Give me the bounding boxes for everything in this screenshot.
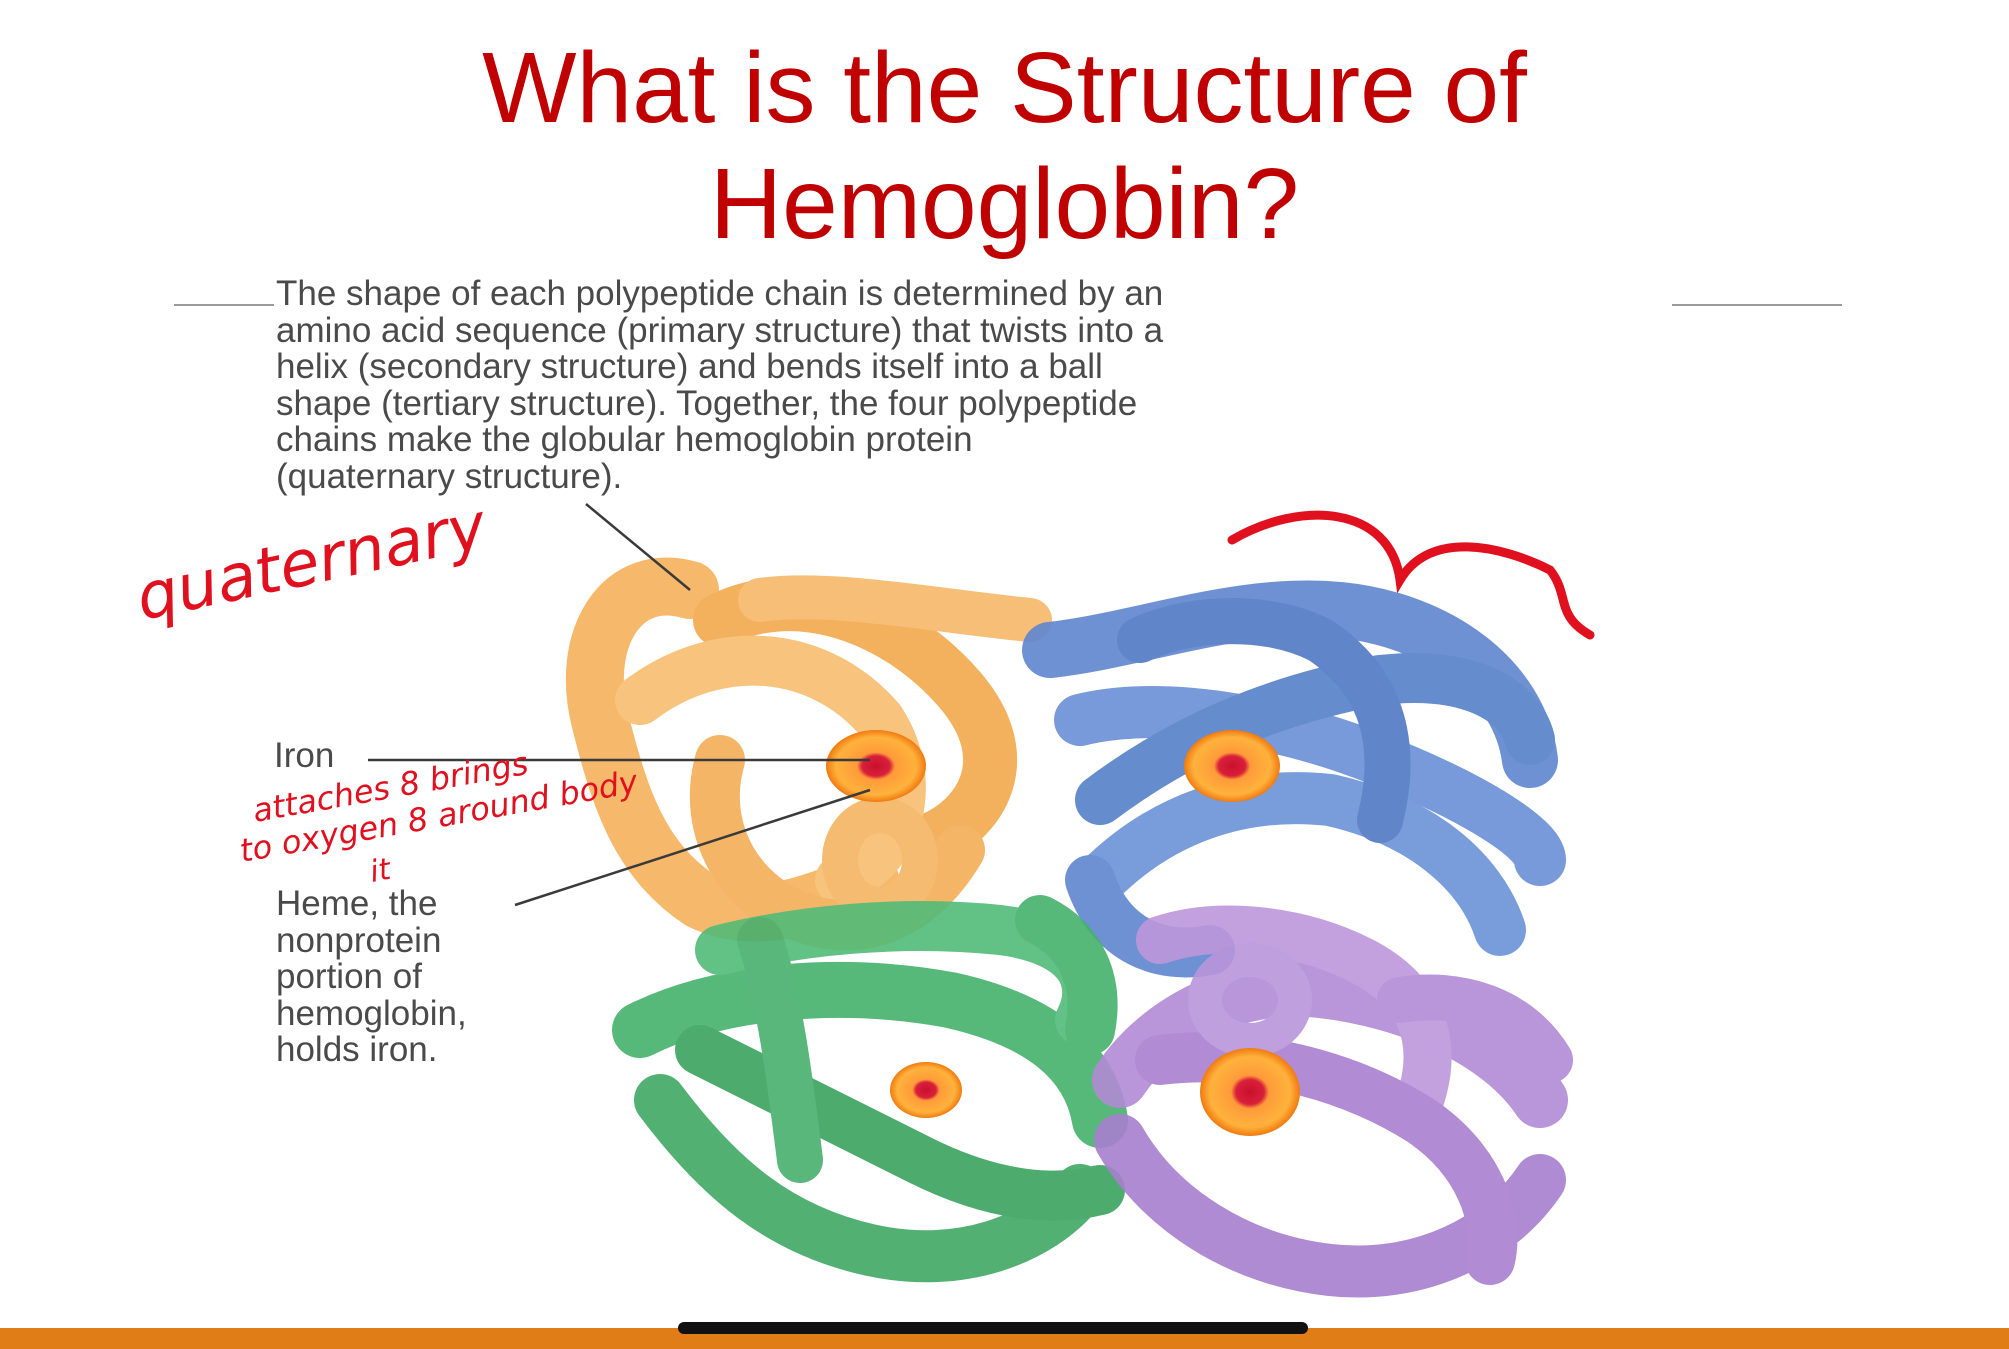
label-heme: Heme, the nonprotein portion of hemoglob… bbox=[276, 886, 467, 1069]
annotation-quaternary: quaternary bbox=[130, 489, 494, 635]
label-heme-line: Heme, the bbox=[276, 886, 467, 923]
home-indicator[interactable] bbox=[678, 1322, 1308, 1334]
label-heme-line: portion of bbox=[276, 959, 467, 996]
label-heme-line: nonprotein bbox=[276, 923, 467, 960]
label-heme-line: holds iron. bbox=[276, 1032, 467, 1069]
orange-chain bbox=[595, 587, 1030, 926]
green-chain bbox=[640, 920, 1100, 1256]
label-heme-line: hemoglobin, bbox=[276, 996, 467, 1033]
label-iron: Iron bbox=[274, 736, 334, 776]
purple-chain bbox=[1120, 930, 1550, 1272]
blue-chain bbox=[1050, 608, 1540, 952]
